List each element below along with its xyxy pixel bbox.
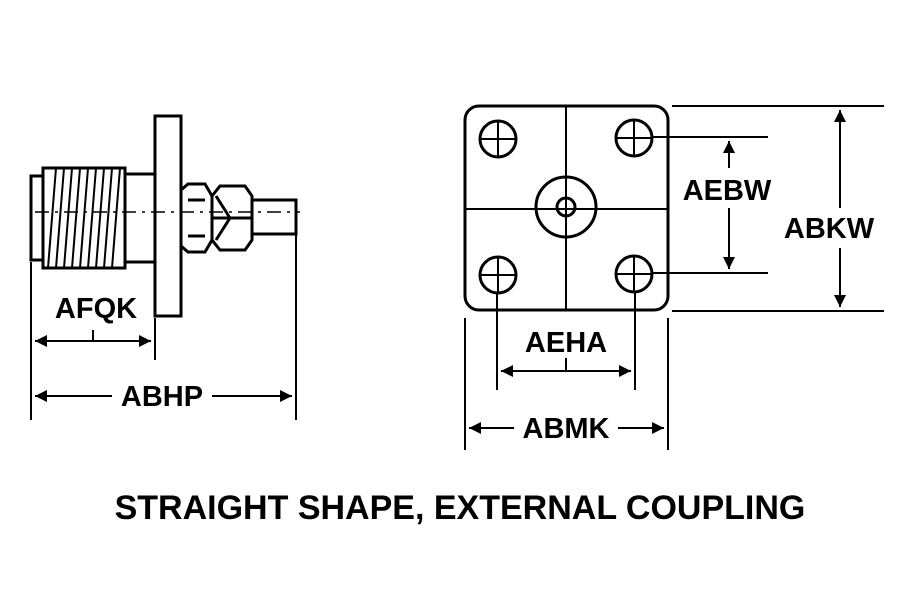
mounting-hole-bl — [478, 255, 518, 295]
dimension-aebw: AEBW — [652, 136, 772, 274]
mounting-hole-tl — [478, 119, 518, 159]
hex-nut — [179, 182, 254, 254]
dimension-abmk: ABMK — [464, 318, 669, 450]
side-view: AFQK ABHP — [29, 114, 300, 420]
diagram-caption: STRAIGHT SHAPE, EXTERNAL COUPLING — [115, 489, 806, 527]
label-aeha: AEHA — [525, 327, 607, 359]
mounting-hole-br — [614, 254, 654, 294]
front-view: AEBW ABKW AEHA ABMK — [463, 104, 884, 450]
label-abhp: ABHP — [121, 381, 203, 413]
label-afqk: AFQK — [55, 293, 137, 325]
label-aebw: AEBW — [683, 175, 772, 207]
center-connector — [534, 175, 598, 239]
dimension-afqk: AFQK — [30, 262, 156, 360]
dimension-abhp: ABHP — [30, 234, 297, 420]
mounting-hole-tr — [614, 118, 654, 158]
dimension-aeha: AEHA — [496, 293, 636, 390]
center-pin — [250, 198, 298, 236]
label-abmk: ABMK — [523, 413, 610, 445]
threaded-coupling — [29, 166, 157, 270]
label-abkw: ABKW — [784, 213, 875, 245]
dimension-abkw: ABKW — [672, 105, 884, 312]
flange — [153, 114, 183, 318]
